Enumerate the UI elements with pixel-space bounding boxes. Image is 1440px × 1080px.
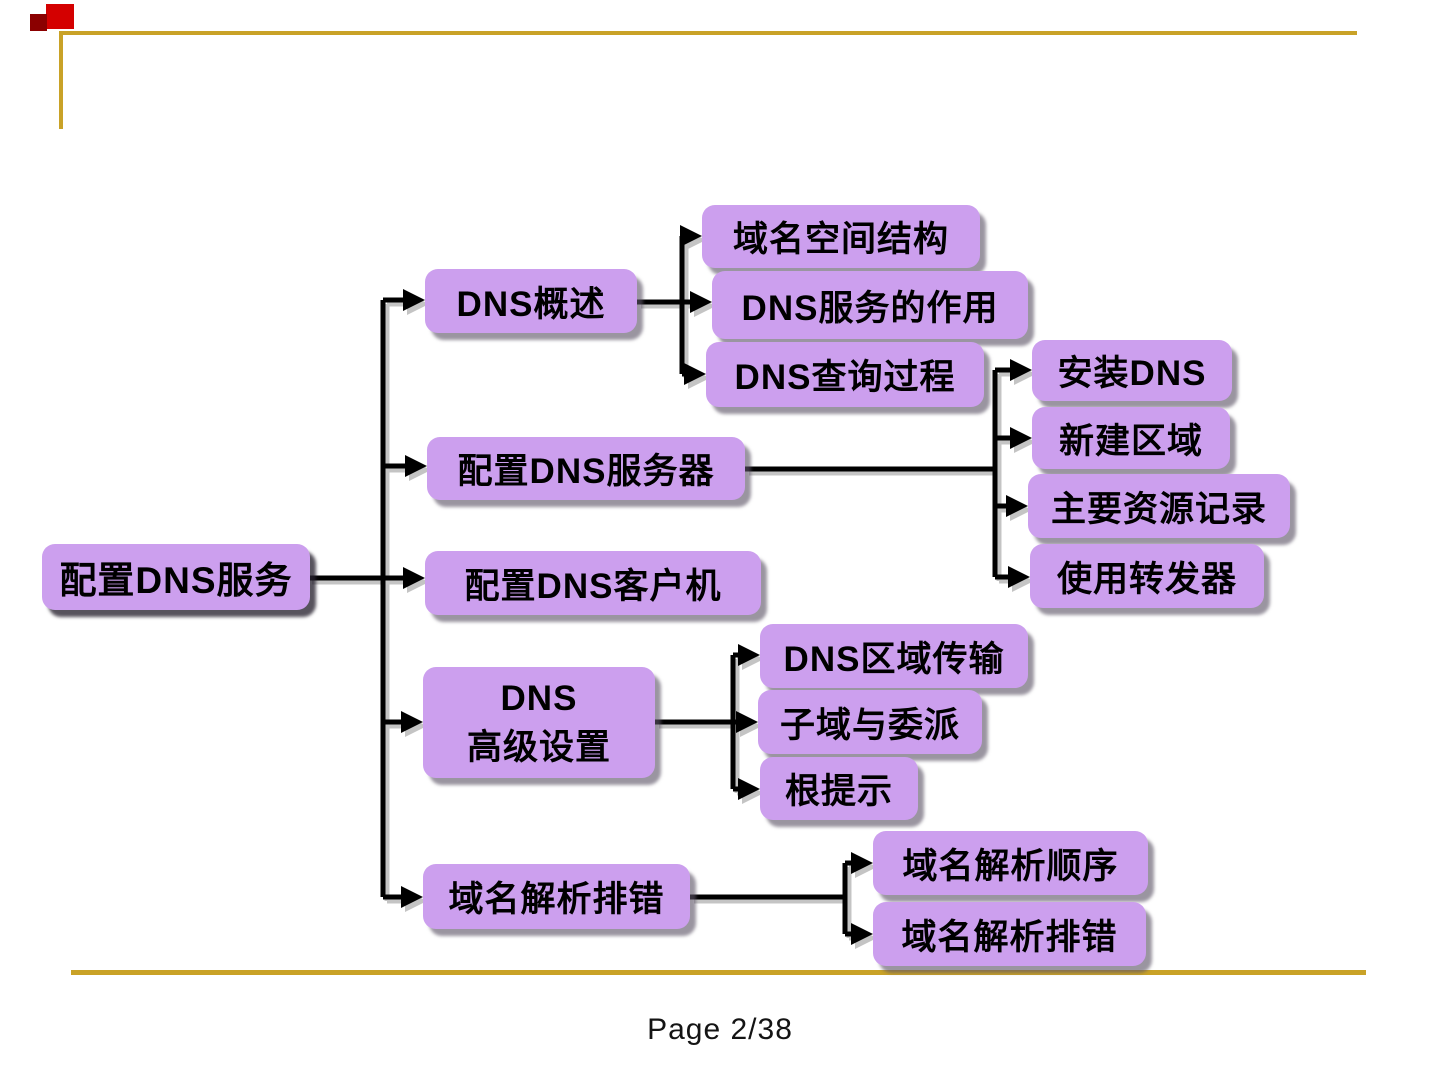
node-resolution-troubleshooting-child: 域名解析排错 [873,902,1146,966]
node-resolution-troubleshooting-parent: 域名解析排错 [423,864,690,929]
node-root: 配置DNS服务 [42,544,310,610]
left-accent-line [59,31,63,129]
top-accent-line [59,31,1357,35]
red-square-decor-large [46,4,74,29]
node-use-forwarders: 使用转发器 [1030,544,1264,608]
node-dns-advanced-settings: DNS 高级设置 [423,667,655,778]
page-number: Page 2/38 [647,1013,793,1046]
node-domain-namespace: 域名空间结构 [702,205,980,268]
node-subdomain-delegation: 子域与委派 [758,690,982,754]
node-dns-query-process: DNS查询过程 [706,342,984,407]
node-configure-dns-client: 配置DNS客户机 [425,551,761,615]
node-configure-dns-server: 配置DNS服务器 [427,437,745,500]
node-resolution-order: 域名解析顺序 [873,831,1148,895]
node-dns-overview: DNS概述 [425,269,637,333]
node-dns-service-role: DNS服务的作用 [712,271,1028,339]
node-install-dns: 安装DNS [1032,340,1232,401]
node-create-zone: 新建区域 [1032,407,1230,469]
red-square-decor-small [30,14,47,31]
bottom-accent-line [71,970,1366,975]
node-dns-zone-transfer: DNS区域传输 [760,624,1028,688]
node-primary-resource-records: 主要资源记录 [1028,474,1290,538]
node-root-hints: 根提示 [760,757,918,820]
